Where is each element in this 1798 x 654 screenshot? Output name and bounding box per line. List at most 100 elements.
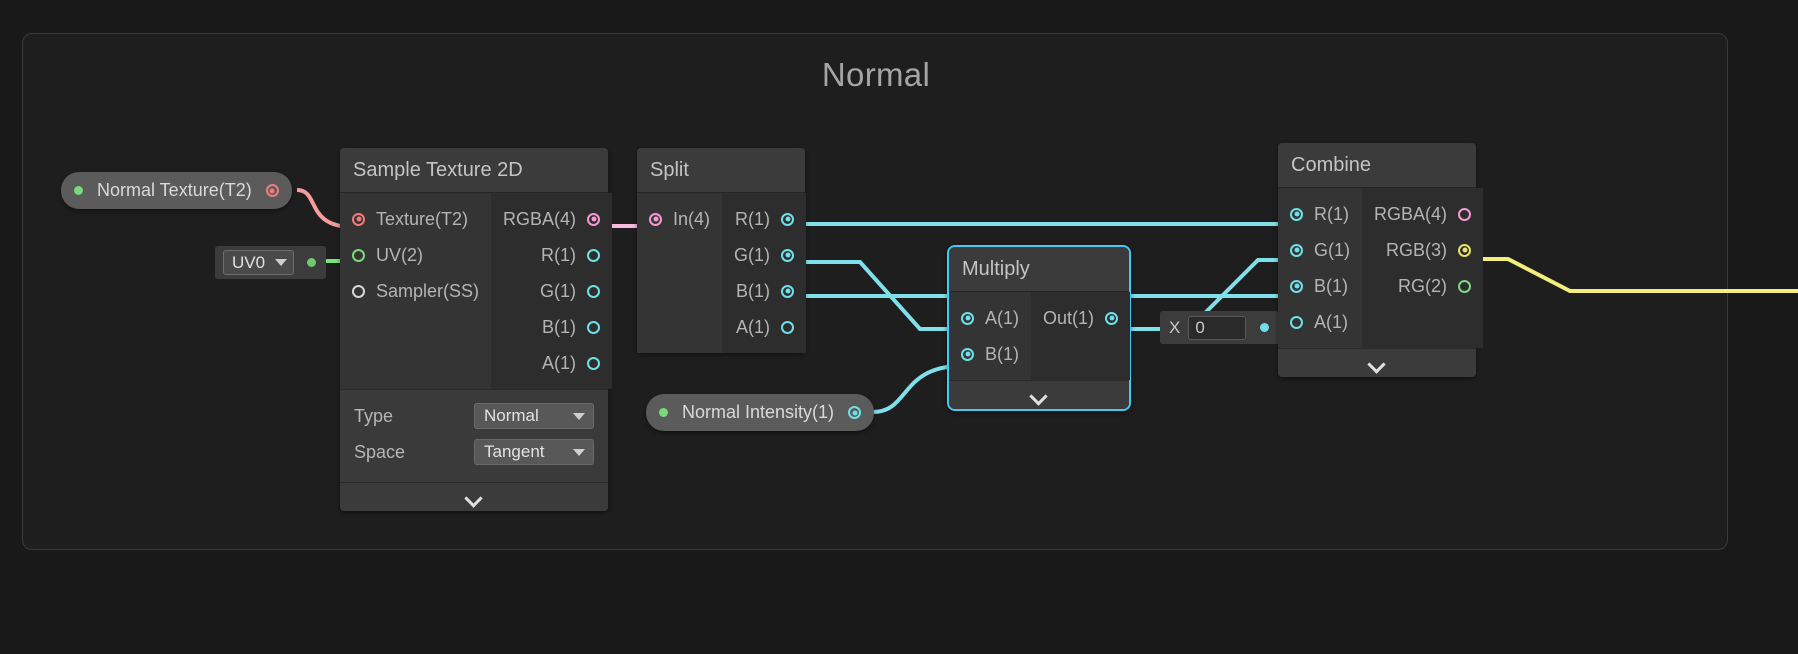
port-dot-r[interactable] [1290,207,1303,221]
port-row-g[interactable]: G(1) [1278,232,1362,268]
port-row-g[interactable]: G(1) [722,237,806,273]
node-combine[interactable]: Combine R(1) G(1) B(1) A(1) [1278,143,1484,377]
port-dot-g[interactable] [1290,243,1303,257]
dropdown-type[interactable]: Normal [474,403,594,429]
port-label-a: A(1) [1314,311,1349,332]
port-row-out[interactable]: Out(1) [1031,300,1130,336]
chevron-down-icon [1368,358,1386,368]
node-collapse-toggle[interactable] [1278,348,1476,377]
port-label-g: G(1) [734,244,771,265]
setting-label-space: Space [354,441,406,462]
port-row-r[interactable]: R(1) [722,201,806,237]
port-dot-in[interactable] [649,212,662,226]
port-row-rgb[interactable]: RGB(3) [1362,232,1483,268]
port-label-r: R(1) [735,208,771,229]
port-dot-sampler[interactable] [352,284,365,298]
port-dot-r[interactable] [587,248,601,262]
port-dot-g[interactable] [587,284,601,298]
port-label-a: A(1) [736,316,771,337]
port-dot-uv[interactable] [352,248,365,262]
port-dot-g[interactable] [781,248,795,262]
port-dot-b[interactable] [961,347,974,361]
port-label-rgb: RGB(3) [1386,239,1448,260]
port-label-sampler: Sampler(SS) [376,280,480,301]
port-row-g[interactable]: G(1) [491,273,612,309]
port-label-b: B(1) [985,343,1020,364]
port-uv-out[interactable] [307,258,317,267]
uv-channel-value: UV0 [232,252,266,272]
port-row-r[interactable]: R(1) [491,237,612,273]
port-row-a[interactable]: A(1) [491,345,612,381]
port-row-a[interactable]: A(1) [722,309,806,345]
port-row-b[interactable]: B(1) [722,273,806,309]
port-normal-intensity-out[interactable] [848,406,862,419]
port-dot-out[interactable] [1105,311,1119,325]
port-row-b[interactable]: B(1) [491,309,612,345]
setting-row-space: Space Tangent [354,434,594,470]
node-collapse-toggle[interactable] [949,380,1129,409]
port-dot-b[interactable] [587,320,601,334]
property-node-normal-texture[interactable]: Normal Texture(T2) [61,172,292,209]
port-dot-a[interactable] [781,320,795,334]
output-ports: RGBA(4) R(1) G(1) B(1) A(1) [491,193,613,389]
node-body: In(4) R(1) G(1) [637,192,807,353]
inline-float-node[interactable]: X [1160,311,1280,344]
node-settings: Type Normal Space Tangent [340,389,608,482]
port-row-in[interactable]: In(4) [637,201,722,237]
port-row-a[interactable]: A(1) [949,300,1031,336]
port-dot-texture[interactable] [352,212,365,226]
uv-channel-node[interactable]: UV0 [215,246,327,279]
property-led-icon [659,408,668,417]
port-dot-rg[interactable] [1458,279,1472,293]
port-row-a[interactable]: A(1) [1278,304,1362,340]
port-row-sampler[interactable]: Sampler(SS) [340,273,491,309]
port-row-b[interactable]: B(1) [949,336,1031,372]
dropdown-space[interactable]: Tangent [474,439,594,465]
port-dot-a[interactable] [587,356,601,370]
node-split[interactable]: Split In(4) R(1) [637,148,807,353]
port-dot-rgba[interactable] [587,212,601,226]
chevron-down-icon [1030,390,1048,400]
port-row-rg[interactable]: RG(2) [1362,268,1483,304]
port-label-r: R(1) [541,244,577,265]
port-label-rgba: RGBA(4) [1374,203,1448,224]
node-sample-texture-2d[interactable]: Sample Texture 2D Texture(T2) UV(2) Samp… [340,148,613,511]
uv-channel-dropdown[interactable]: UV0 [223,250,295,275]
setting-label-type: Type [354,405,394,426]
input-ports: A(1) B(1) [949,292,1032,380]
setting-row-type: Type Normal [354,398,594,434]
port-dot-b[interactable] [1290,279,1303,293]
port-label-g: G(1) [1314,239,1350,260]
port-label-a: A(1) [985,307,1020,328]
node-multiply[interactable]: Multiply A(1) B(1) Out(1) [947,245,1131,411]
port-row-rgba[interactable]: RGBA(4) [1362,196,1483,232]
property-node-normal-intensity[interactable]: Normal Intensity(1) [646,394,875,431]
dropdown-value-space: Tangent [484,442,545,461]
float-value-input[interactable] [1188,315,1247,340]
float-field-label: X [1169,317,1181,337]
port-row-texture[interactable]: Texture(T2) [340,201,491,237]
port-dot-rgb[interactable] [1458,243,1472,257]
output-ports: Out(1) [1031,292,1131,380]
input-ports: Texture(T2) UV(2) Sampler(SS) [340,193,492,389]
port-label-b: B(1) [542,316,577,337]
port-dot-a[interactable] [1290,315,1303,329]
port-row-r[interactable]: R(1) [1278,196,1362,232]
node-collapse-toggle[interactable] [340,482,608,511]
port-row-rgba[interactable]: RGBA(4) [491,201,612,237]
chevron-down-icon [573,412,585,420]
output-ports: R(1) G(1) B(1) A(1) [722,193,807,353]
port-label-out: Out(1) [1043,307,1095,328]
port-float-out[interactable] [1260,323,1270,332]
node-body: R(1) G(1) B(1) A(1) RGBA(4) [1278,187,1484,348]
port-dot-r[interactable] [781,212,795,226]
port-normal-texture-out[interactable] [265,184,279,197]
port-row-b[interactable]: B(1) [1278,268,1362,304]
port-label-texture: Texture(T2) [376,208,469,229]
port-dot-rgba[interactable] [1458,207,1472,221]
port-dot-a[interactable] [961,311,974,325]
port-dot-b[interactable] [781,284,795,298]
group-title: Normal [821,56,931,93]
port-row-uv[interactable]: UV(2) [340,237,491,273]
